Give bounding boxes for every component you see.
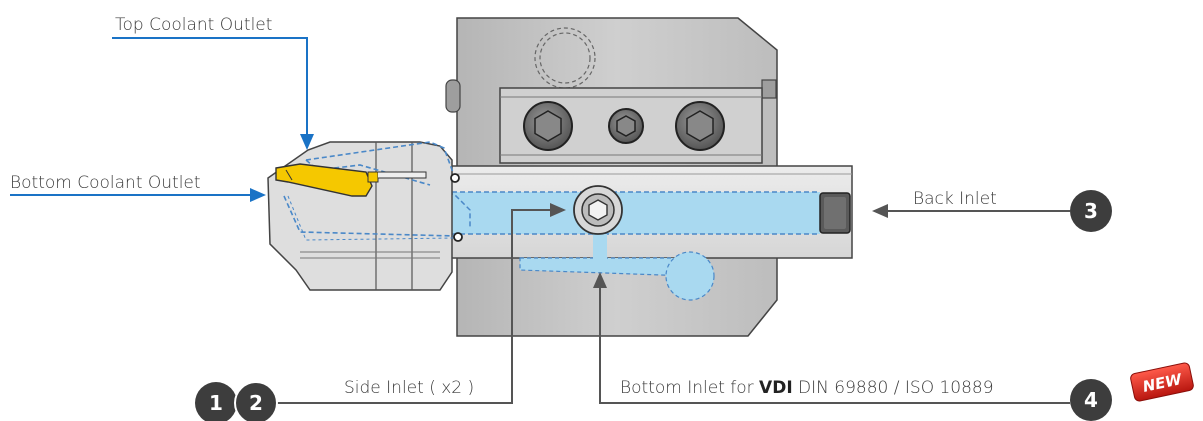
bottom-inlet-suffix: DIN 69880 / ISO 10889 [793,378,994,398]
back-inlet-arrow [872,204,1070,218]
badge-2-number: 2 [249,391,263,415]
cutting-insert [275,163,427,197]
badge-3-number: 3 [1084,199,1098,223]
bottom-coolant-outlet-label: Bottom Coolant Outlet [10,173,201,193]
side-inlet-screw-icon [573,185,623,235]
top-coolant-outlet-label: Top Coolant Outlet [115,15,272,35]
bottom-inlet-bold: VDI [759,378,793,398]
clamp-screw-icon [523,101,573,151]
badge-3: 3 [1070,190,1112,232]
badge-4: 4 [1070,379,1112,421]
side-inlet-label: Side Inlet ( x2 ) [344,378,474,398]
bottom-inlet-label: Bottom Inlet for VDI DIN 69880 / ISO 108… [620,378,994,398]
side-inlet-leader [272,203,566,404]
bottom-inlet-leader [593,272,1070,404]
clamp-screw-icon [675,101,725,151]
bottom-inlet-prefix: Bottom Inlet for [620,378,759,398]
top-outlet-arrow [112,37,314,150]
badge-1: 1 [195,382,237,421]
badge-2: 2 [234,381,278,421]
back-plug [819,192,851,234]
bottom-outlet-arrow [10,188,266,202]
clamp-screw-icon [608,108,644,144]
badge-4-number: 4 [1084,388,1098,412]
head-coolant-path [283,141,463,242]
back-inlet-label: Back Inlet [913,189,997,209]
new-badge: NEW [1130,362,1194,402]
badge-1-number: 1 [209,391,223,415]
coolant-channel [440,191,820,301]
